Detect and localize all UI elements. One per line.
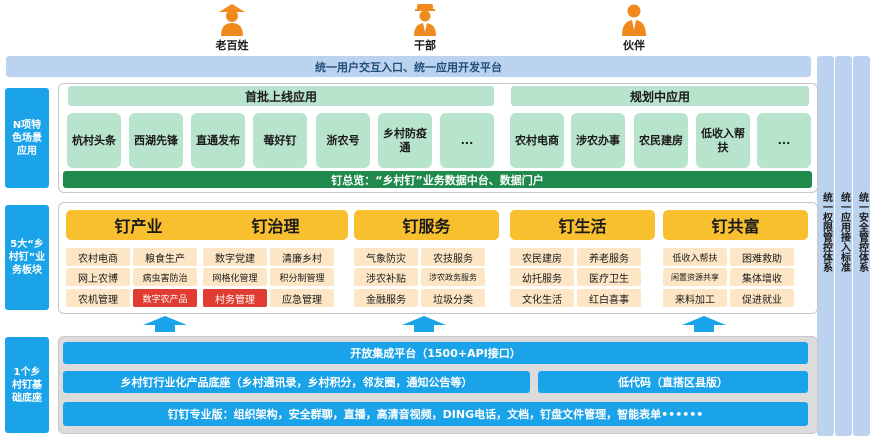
app-tile[interactable]: 杭村头条 bbox=[67, 113, 121, 168]
vbar-text: 统一权限管控体系 bbox=[820, 192, 832, 272]
unified-entry-bar: 统一用户交互入口、统一应用开发平台 bbox=[6, 56, 811, 77]
module-item[interactable]: 幼托服务 bbox=[510, 268, 574, 286]
persona-farmer: 老百姓 bbox=[192, 2, 272, 53]
module-item[interactable]: 清廉乡村 bbox=[270, 248, 334, 266]
module-item[interactable]: 低收入帮扶 bbox=[663, 248, 727, 266]
module-item[interactable]: 网上农博 bbox=[66, 268, 130, 286]
module-item[interactable]: 数字农产品 bbox=[133, 289, 197, 307]
module-title[interactable]: 钉服务 bbox=[354, 210, 499, 240]
module-item[interactable]: 集体增收 bbox=[730, 268, 794, 286]
persona-label: 老百姓 bbox=[215, 39, 249, 52]
module-item[interactable]: 困难救助 bbox=[730, 248, 794, 266]
module-item[interactable]: 涉农政务服务 bbox=[421, 268, 485, 286]
product-base-bar[interactable]: 乡村钉行业化产品底座（乡村通讯录，乡村积分，邻友圈，通知公告等） bbox=[63, 371, 530, 393]
module-item[interactable]: 红白喜事 bbox=[577, 289, 641, 307]
app-tile[interactable]: 低收入帮扶 bbox=[696, 113, 750, 168]
module-item[interactable]: 农村电商 bbox=[66, 248, 130, 266]
persona-partner: 伙伴 bbox=[594, 2, 674, 53]
module-item[interactable]: 气象防灾 bbox=[354, 248, 418, 266]
app-tile-more[interactable]: ... bbox=[757, 113, 811, 168]
module-item[interactable]: 垃圾分类 bbox=[421, 289, 485, 307]
pro-edition-bar[interactable]: 钉钉专业版：组织架构，安全群聊，直播，高清音视频，DING电话，文档，钉盘文件管… bbox=[63, 402, 808, 426]
module-title[interactable]: 钉生活 bbox=[510, 210, 655, 240]
persona-label: 干部 bbox=[414, 39, 436, 52]
up-arrow-icon bbox=[682, 316, 726, 332]
module-title[interactable]: 钉治理 bbox=[203, 210, 348, 240]
security-control-bar: 统一安全管控体系 bbox=[853, 56, 870, 436]
side-label-scenarios: N项特色场景应用 bbox=[5, 88, 49, 188]
module-item[interactable]: 农民建房 bbox=[510, 248, 574, 266]
vbar-text: 统一安全管控体系 bbox=[856, 192, 868, 272]
module-item[interactable]: 金融服务 bbox=[354, 289, 418, 307]
app-tile[interactable]: 乡村防疫通 bbox=[378, 113, 432, 168]
module-item[interactable]: 文化生活 bbox=[510, 289, 574, 307]
app-tile[interactable]: 涉农办事 bbox=[571, 113, 625, 168]
data-overview-bar[interactable]: 钉总览：“乡村钉”业务数据中台、数据门户 bbox=[63, 171, 812, 188]
app-tile[interactable]: 农民建房 bbox=[634, 113, 688, 168]
app-tile[interactable]: 莓好钉 bbox=[253, 113, 307, 168]
module-title[interactable]: 钉产业 bbox=[66, 210, 211, 240]
module-item[interactable]: 粮食生产 bbox=[133, 248, 197, 266]
up-arrow-icon bbox=[143, 316, 187, 332]
up-arrow-icon bbox=[402, 316, 446, 332]
app-tile[interactable]: 农村电商 bbox=[510, 113, 564, 168]
app-tile[interactable]: 浙农号 bbox=[316, 113, 370, 168]
module-item[interactable]: 闲置资源共享 bbox=[663, 268, 727, 286]
module-item[interactable]: 病虫害防治 bbox=[133, 268, 197, 286]
persona-officer: 干部 bbox=[385, 2, 465, 53]
module-item[interactable]: 涉农补贴 bbox=[354, 268, 418, 286]
first-batch-title: 首批上线应用 bbox=[68, 86, 494, 106]
module-item[interactable]: 数字党建 bbox=[203, 248, 267, 266]
module-item[interactable]: 促进就业 bbox=[730, 289, 794, 307]
app-tile[interactable]: 西湖先锋 bbox=[129, 113, 183, 168]
access-standard-bar: 统一应用接入标准 bbox=[835, 56, 852, 436]
vbar-text: 统一应用接入标准 bbox=[838, 192, 850, 272]
permission-control-bar: 统一权限管控体系 bbox=[817, 56, 834, 436]
module-item[interactable]: 农技服务 bbox=[421, 248, 485, 266]
low-code-bar[interactable]: 低代码（直搭区县版） bbox=[538, 371, 808, 393]
officer-icon bbox=[414, 4, 436, 36]
module-item[interactable]: 医疗卫生 bbox=[577, 268, 641, 286]
planned-title: 规划中应用 bbox=[511, 86, 809, 106]
module-item[interactable]: 网格化管理 bbox=[203, 268, 267, 286]
module-item[interactable]: 养老服务 bbox=[577, 248, 641, 266]
module-item[interactable]: 村务管理 bbox=[203, 289, 267, 307]
module-title[interactable]: 钉共富 bbox=[663, 210, 808, 240]
module-item[interactable]: 应急管理 bbox=[270, 289, 334, 307]
persona-label: 伙伴 bbox=[623, 39, 645, 52]
side-label-modules: 5大“乡村钉”业务板块 bbox=[5, 205, 49, 310]
app-tile-more[interactable]: ... bbox=[440, 113, 494, 168]
module-item[interactable]: 农机管理 bbox=[66, 289, 130, 307]
partner-icon bbox=[622, 4, 646, 36]
open-platform-bar[interactable]: 开放集成平台（1500+API接口） bbox=[63, 342, 808, 364]
module-item[interactable]: 积分制管理 bbox=[270, 268, 334, 286]
side-label-foundation: 1个乡村钉基础底座 bbox=[5, 337, 49, 433]
app-tile[interactable]: 直通发布 bbox=[191, 113, 245, 168]
module-item[interactable]: 来料加工 bbox=[663, 289, 727, 307]
farmer-icon bbox=[219, 4, 245, 36]
